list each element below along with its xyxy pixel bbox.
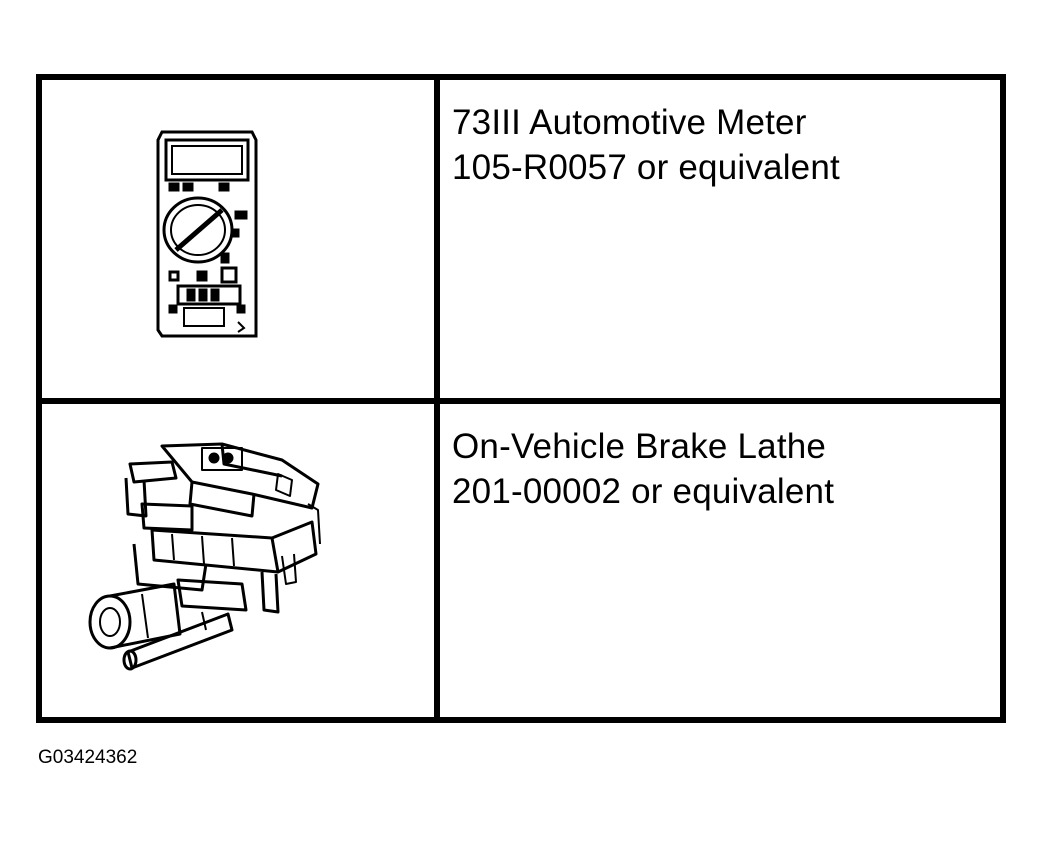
tool-image-cell-meter — [42, 80, 440, 404]
tool-part-number: 105-R0057 or equivalent — [452, 148, 840, 187]
tool-image-cell-lathe — [42, 404, 440, 717]
tool-name: 73III Automotive Meter — [452, 103, 807, 142]
tool-text-cell-meter: 73III Automotive Meter 105-R0057 or equi… — [440, 80, 1000, 404]
figure-id-label: G03424362 — [38, 747, 138, 768]
tool-name: On-Vehicle Brake Lathe — [452, 427, 827, 466]
brake-lathe-illustration — [88, 442, 321, 671]
multimeter-illustration — [156, 130, 258, 338]
tool-part-number: 201-00002 or equivalent — [452, 472, 835, 511]
tool-text-cell-lathe: On-Vehicle Brake Lathe 201-00002 or equi… — [440, 404, 1000, 717]
special-tools-table: 73III Automotive Meter 105-R0057 or equi… — [36, 74, 1006, 723]
